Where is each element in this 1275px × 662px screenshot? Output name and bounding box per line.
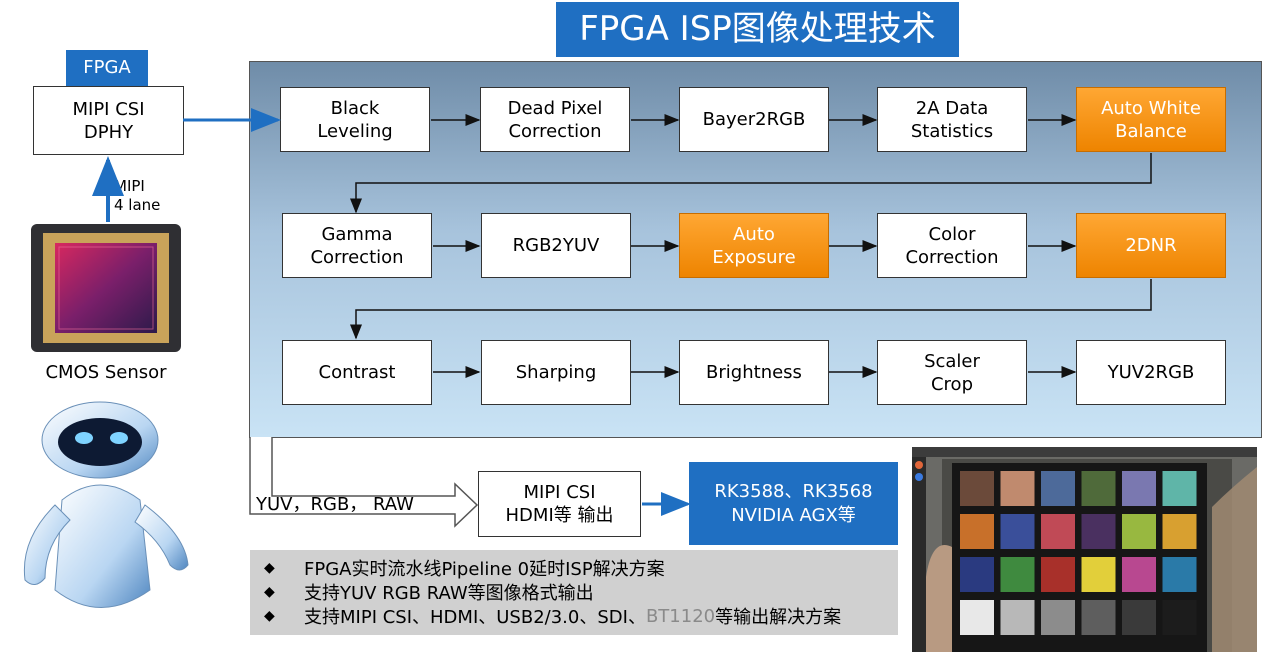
- feature-bullets: ◆ FPGA实时流水线Pipeline 0延时ISP解决方案 ◆ 支持YUV R…: [250, 550, 898, 635]
- pipeline-block-label: Correction: [310, 246, 404, 268]
- pipeline-block-label: Leveling: [317, 120, 393, 142]
- color-patch: [1122, 600, 1156, 635]
- color-patch: [1000, 557, 1035, 592]
- color-patch: [1081, 557, 1116, 592]
- color-patch: [1081, 514, 1116, 549]
- pipeline-block-label: YUV2RGB: [1107, 362, 1195, 383]
- color-patch: [1000, 600, 1035, 635]
- lane-label-line1: MIPI: [114, 177, 145, 195]
- pipeline-block-label: Correction: [905, 246, 999, 268]
- pipeline-block-label: Statistics: [910, 120, 994, 142]
- pipeline-block-label: Contrast: [318, 362, 396, 383]
- bullet-text: FPGA实时流水线Pipeline 0延时ISP解决方案: [304, 559, 665, 580]
- bullet-item: ◆ 支持YUV RGB RAW等图像格式输出: [264, 580, 898, 604]
- pipeline-block-label: Brightness: [706, 362, 802, 383]
- color-patch: [1000, 514, 1035, 549]
- lane-label-line2: 4 lane: [114, 196, 161, 214]
- color-patch: [1162, 600, 1197, 635]
- bullet-diamond-icon: ◆: [264, 608, 275, 624]
- page-title: FPGA ISP图像处理技术: [556, 2, 959, 57]
- color-patch: [1041, 514, 1075, 549]
- color-patch: [960, 600, 994, 635]
- pipeline-block-label: Gamma: [321, 223, 393, 245]
- color-patch: [1041, 471, 1075, 506]
- pipeline-block-label: Exposure: [712, 246, 796, 268]
- color-patch: [1081, 600, 1116, 635]
- color-patch: [1041, 557, 1075, 592]
- pipeline-block-label: Auto White: [1101, 97, 1201, 119]
- pipeline-block-label: Color: [928, 223, 976, 245]
- color-checker-photo: [912, 447, 1257, 652]
- color-checker-chart: [912, 447, 1257, 652]
- pipeline-block-label: Bayer2RGB: [702, 109, 806, 130]
- pipeline-block-label: Balance: [1115, 120, 1187, 142]
- target-platform-line1: RK3588、RK3568: [714, 480, 873, 502]
- color-patch: [1081, 471, 1116, 506]
- cmos-sensor-label: CMOS Sensor: [45, 362, 167, 383]
- pipeline-block: Brightness: [679, 340, 829, 405]
- pipeline-block: 2DNR: [1076, 213, 1226, 278]
- pipeline-block-label: Scaler: [924, 350, 980, 372]
- bullet-text-tail: 等输出解决方案: [715, 607, 842, 628]
- pipeline-block-label: Crop: [930, 373, 973, 395]
- pipeline-block: Contrast: [282, 340, 432, 405]
- bullet-diamond-icon: ◆: [264, 560, 275, 576]
- pipeline-block-label: RGB2YUV: [512, 235, 600, 256]
- bullet-text: 支持YUV RGB RAW等图像格式输出: [304, 583, 594, 604]
- bullet-item: ◆ FPGA实时流水线Pipeline 0延时ISP解决方案: [264, 556, 898, 580]
- mipi-dphy-line2: DPHY: [83, 121, 134, 143]
- color-patch: [1162, 557, 1197, 592]
- color-patch: [1122, 514, 1156, 549]
- output-formats-label: YUV，RGB， RAW: [256, 494, 414, 515]
- mipi-dphy-box: MIPI CSI DPHY: [33, 86, 184, 155]
- pipeline-block: YUV2RGB: [1076, 340, 1226, 405]
- color-patch: [960, 514, 994, 549]
- pipeline-block: Sharping: [481, 340, 631, 405]
- pipeline-block-label: Sharping: [515, 362, 597, 383]
- target-platform-line2: NVIDIA AGX等: [731, 504, 856, 526]
- color-patch: [1162, 514, 1197, 549]
- output-interface-box: MIPI CSI HDMI等 输出: [478, 471, 641, 537]
- pipeline-block-label: Black: [330, 97, 380, 119]
- pipeline-block-label: Correction: [508, 120, 602, 142]
- pipeline-block-label: 2DNR: [1125, 235, 1177, 256]
- lane-label: MIPI 4 lane: [114, 177, 160, 215]
- fpga-tag: FPGA: [66, 50, 148, 86]
- color-patch: [960, 471, 994, 506]
- target-platform-box: RK3588、RK3568 NVIDIA AGX等: [689, 462, 898, 545]
- bullet-diamond-icon: ◆: [264, 584, 275, 600]
- bullet-text: 支持MIPI CSI、HDMI、USB2/3.0、SDI、: [304, 607, 646, 628]
- pipeline-block-label: Dead Pixel: [507, 97, 603, 119]
- pipeline-block-label: Auto: [733, 223, 775, 245]
- pipeline-block: Bayer2RGB: [679, 87, 829, 152]
- pipeline-block-label: 2A Data: [915, 97, 989, 119]
- color-patch: [960, 557, 994, 592]
- mipi-dphy-line1: MIPI CSI: [72, 98, 145, 120]
- color-patch: [1041, 600, 1075, 635]
- color-patch: [1000, 471, 1035, 506]
- pipeline-block: RGB2YUV: [481, 213, 631, 278]
- color-patch: [1122, 471, 1156, 506]
- bullet-text-gray: BT1120: [645, 605, 716, 627]
- color-patch: [1122, 557, 1156, 592]
- output-interface-line1: MIPI CSI: [523, 482, 596, 503]
- color-patch: [1162, 471, 1197, 506]
- output-interface-line2: HDMI等 输出: [505, 505, 614, 526]
